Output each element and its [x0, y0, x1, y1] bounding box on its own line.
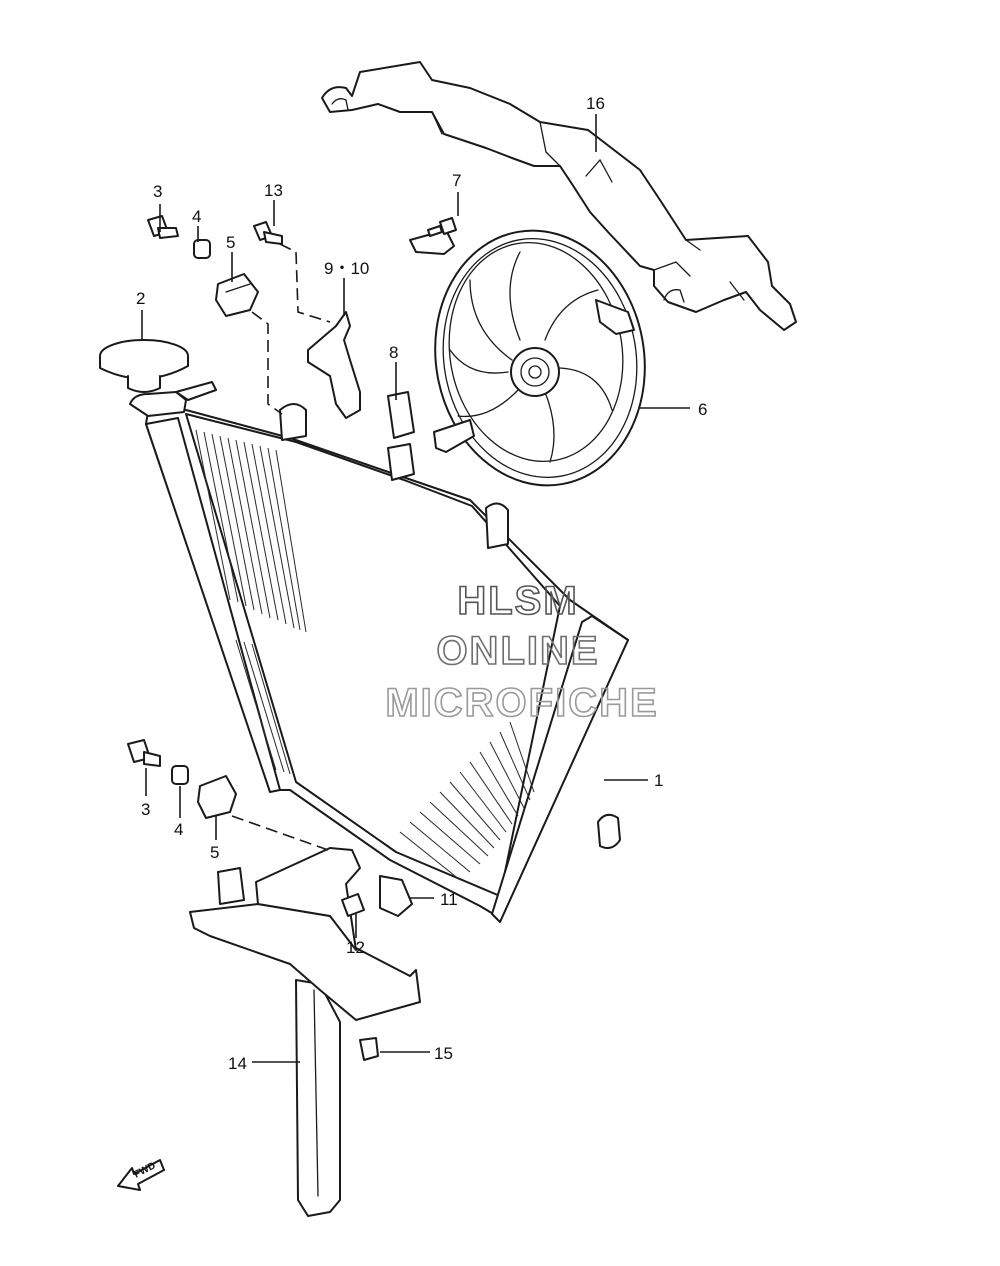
watermark-line1: HLSM [457, 579, 578, 623]
watermark-line3: MICROFICHE [385, 681, 658, 725]
callout-6: 6 [698, 400, 707, 419]
upper-shroud-bracket [321, 61, 797, 331]
fan-bolt [427, 217, 457, 237]
grommet-bottom [197, 775, 237, 819]
radiator-core [129, 381, 629, 923]
callout-2: 2 [136, 289, 145, 308]
callout-5-bottom: 5 [210, 843, 219, 862]
bolt-bottom [127, 739, 161, 767]
fwd-arrow-icon: FWD [117, 1159, 165, 1191]
watermark-line2: ONLINE [436, 629, 599, 673]
bolt-13 [253, 221, 283, 245]
collar-top [193, 239, 211, 259]
leader-lines [141, 114, 690, 1063]
watermark: HLSM ONLINE MICROFICHE [385, 578, 658, 726]
callout-7: 7 [452, 171, 461, 190]
callout-8: 8 [389, 343, 398, 362]
lower-bracket-14 [189, 847, 421, 1217]
callout-9-10: 9・10 [324, 259, 369, 278]
cooling-fan-assembly [409, 229, 646, 487]
callout-12: 12 [346, 938, 365, 957]
callout-4-top: 4 [192, 207, 201, 226]
radiator-cap [99, 339, 189, 393]
callout-1: 1 [654, 771, 663, 790]
callout-4-bottom: 4 [174, 820, 183, 839]
bolt-12 [341, 893, 365, 917]
callout-13: 13 [264, 181, 283, 200]
callout-15: 15 [434, 1044, 453, 1063]
assembly-lines [231, 243, 335, 853]
clip-nut-8 [387, 391, 415, 439]
clip-nut-11 [379, 875, 413, 917]
grommet-top [215, 273, 259, 317]
callout-11: 11 [440, 890, 458, 909]
callout-3-bottom: 3 [141, 800, 150, 819]
bracket-9-10 [307, 311, 361, 419]
callout-14: 14 [228, 1054, 247, 1073]
callout-3-top: 3 [153, 182, 162, 201]
bolt-15 [359, 1037, 379, 1061]
callout-labels: 3 4 5 2 13 9・10 8 7 16 6 1 3 4 5 11 12 1… [136, 94, 707, 1073]
callout-16: 16 [586, 94, 605, 113]
bolt-top [147, 215, 179, 239]
collar-bottom [171, 765, 189, 785]
callout-5-top: 5 [226, 233, 235, 252]
